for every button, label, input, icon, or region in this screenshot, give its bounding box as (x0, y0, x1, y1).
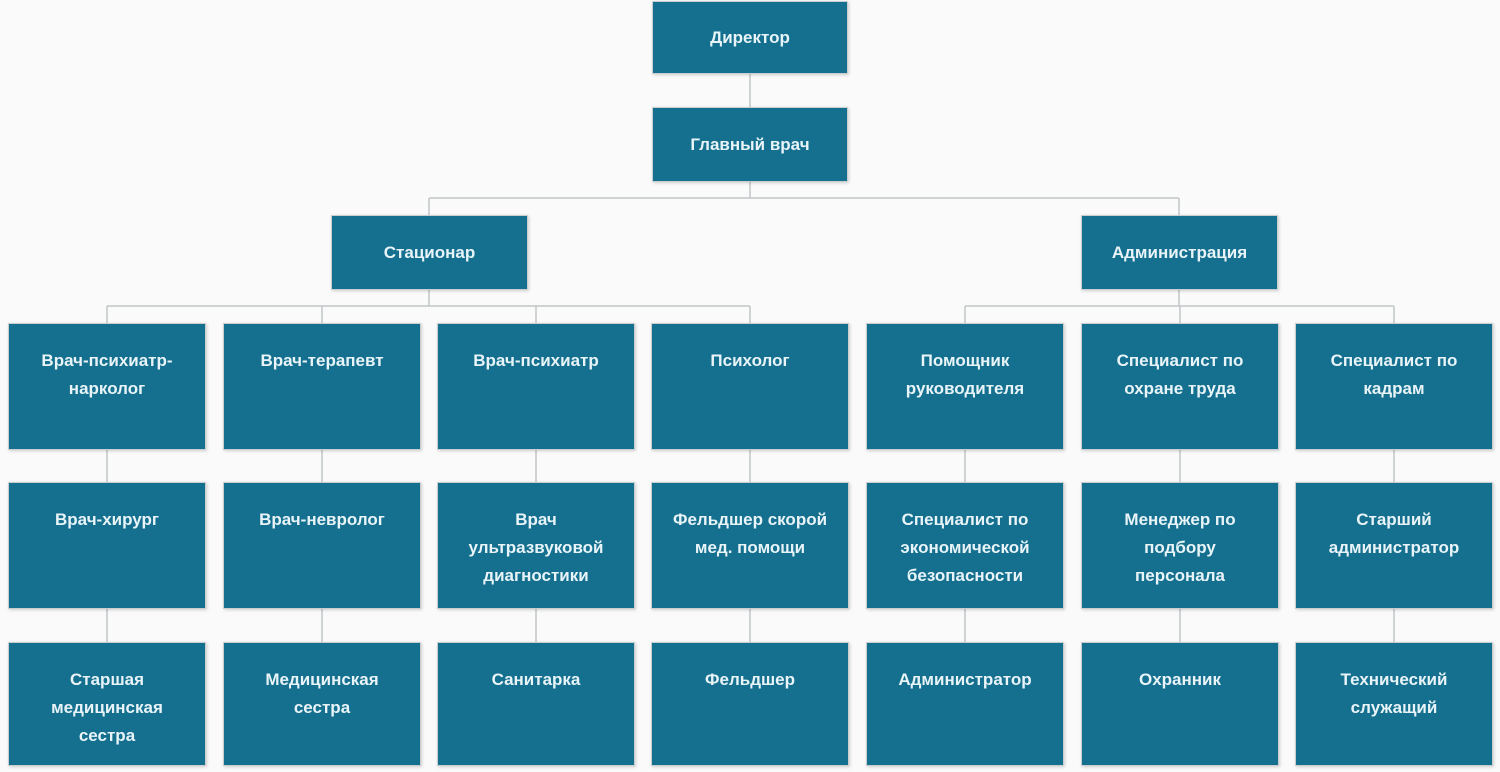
node-psychologist: Психолог (651, 323, 849, 450)
node-chief-physician: Главный врач (652, 107, 848, 182)
node-nurse: Медицинская сестра (223, 642, 421, 766)
node-labor-safety-specialist: Специалист по охране труда (1081, 323, 1279, 450)
node-psychiatrist-narcologist: Врач-психиатр- нарколог (8, 323, 206, 450)
node-security-guard: Охранник (1081, 642, 1279, 766)
node-neurologist: Врач-невролог (223, 482, 421, 609)
node-economic-security-specialist: Специалист по экономической безопасности (866, 482, 1064, 609)
node-psychiatrist: Врач-психиатр (437, 323, 635, 450)
node-director: Директор (652, 1, 848, 74)
node-ambulance-paramedic: Фельдшер скорой мед. помощи (651, 482, 849, 609)
node-administration: Администрация (1081, 215, 1278, 290)
node-inpatient-department: Стационар (331, 215, 528, 290)
node-director-assistant: Помощник руководителя (866, 323, 1064, 450)
node-surgeon: Врач-хирург (8, 482, 206, 609)
node-hr-specialist: Специалист по кадрам (1295, 323, 1493, 450)
node-technical-worker: Технический служащий (1295, 642, 1493, 766)
node-paramedic: Фельдшер (651, 642, 849, 766)
node-therapist: Врач-терапевт (223, 323, 421, 450)
node-ultrasound-doctor: Врач ультразвуковой диагностики (437, 482, 635, 609)
node-orderly: Санитарка (437, 642, 635, 766)
node-administrator: Администратор (866, 642, 1064, 766)
node-head-nurse: Старшая медицинская сестра (8, 642, 206, 766)
node-senior-administrator: Старший администратор (1295, 482, 1493, 609)
node-recruiting-manager: Менеджер по подбору персонала (1081, 482, 1279, 609)
